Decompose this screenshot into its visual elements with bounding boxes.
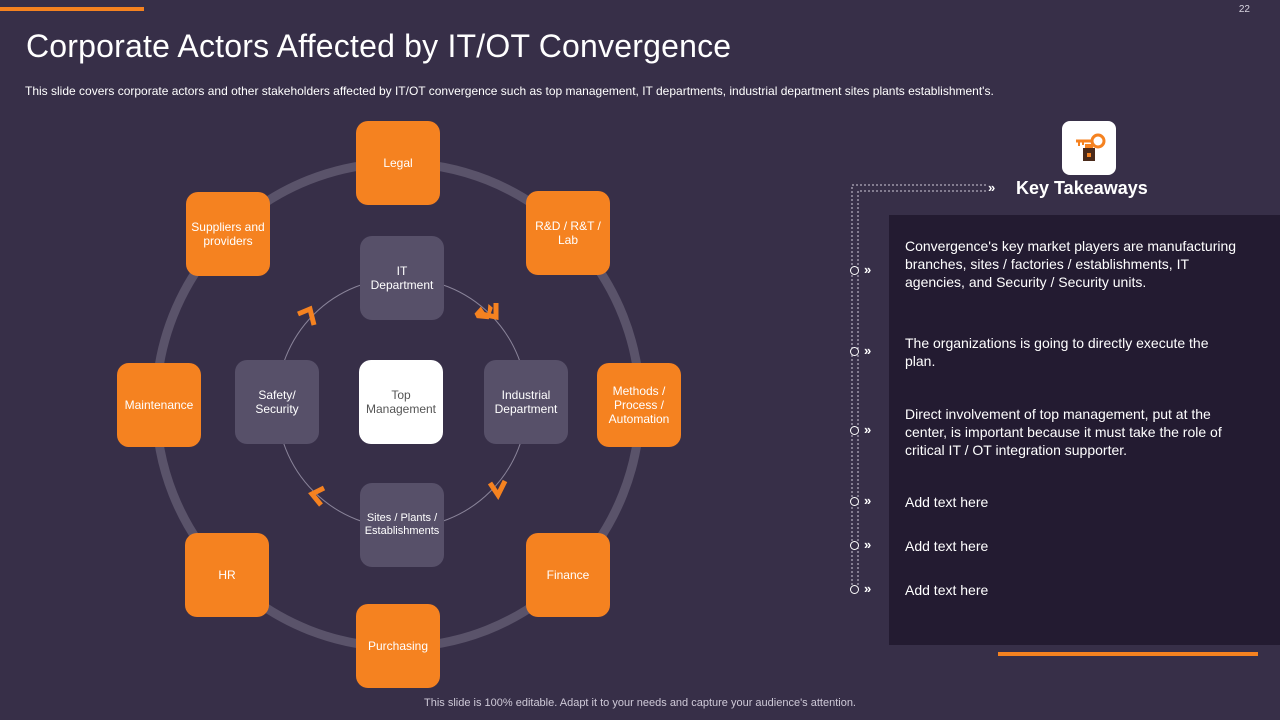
key-takeaways-heading: Key Takeaways — [1016, 178, 1148, 198]
takeaway-item: Add text here — [905, 538, 989, 554]
chevron-right-icon: » — [864, 422, 871, 437]
takeaway-bullet: » — [848, 537, 888, 554]
takeaway-bullet: » — [848, 493, 888, 510]
takeaway-bullet: » — [848, 422, 888, 439]
chevron-right-icon: » — [864, 581, 871, 596]
takeaway-item: Add text here — [905, 582, 989, 598]
actor-rnd-lab: R&D / R&T / Lab — [526, 191, 610, 275]
takeaway-bullet: » — [848, 581, 888, 598]
takeaways-panel — [889, 215, 1280, 645]
actor-suppliers-providers: Suppliers and providers — [186, 192, 270, 276]
chevron-right-icon: » — [988, 180, 995, 195]
takeaway-item: Convergence's key market players are man… — [905, 238, 1237, 290]
page-subtitle: This slide covers corporate actors and o… — [25, 84, 994, 98]
inner-safety-security: Safety/ Security — [235, 360, 319, 444]
actor-methods-process-automation: Methods / Process / Automation — [597, 363, 681, 447]
takeaway-bullet: » — [848, 343, 888, 360]
page-title: Corporate Actors Affected by IT/OT Conve… — [26, 28, 732, 64]
page-number: 22 — [1238, 4, 1250, 15]
cycle-arrows — [297, 303, 508, 507]
actor-hr: HR — [185, 533, 269, 617]
footer-note: This slide is 100% editable. Adapt it to… — [424, 697, 856, 709]
actor-maintenance: Maintenance — [117, 363, 201, 447]
takeaway-item: The organizations is going to directly e… — [905, 335, 1209, 369]
inner-it-department: IT Department — [360, 236, 444, 320]
key-lock-icon — [1062, 121, 1116, 175]
actor-legal: Legal — [356, 121, 440, 205]
center-top-management: Top Management — [359, 360, 443, 444]
takeaway-bullet: » — [848, 262, 888, 279]
inner-industrial-department: Industrial Department — [484, 360, 568, 444]
chevron-right-icon: » — [864, 537, 871, 552]
bottom-accent-bar — [998, 652, 1258, 656]
inner-sites-plants: Sites / Plants / Establishments — [360, 483, 444, 567]
chevron-right-icon: » — [864, 343, 871, 358]
chevron-right-icon: » — [864, 262, 871, 277]
takeaway-item: Add text here — [905, 494, 989, 510]
actor-purchasing: Purchasing — [356, 604, 440, 688]
takeaway-item: Direct involvement of top management, pu… — [905, 406, 1222, 458]
actor-finance: Finance — [526, 533, 610, 617]
key-lock-icon-graphic — [1076, 133, 1106, 161]
chevron-right-icon: » — [864, 493, 871, 508]
top-accent-bar — [0, 7, 144, 11]
